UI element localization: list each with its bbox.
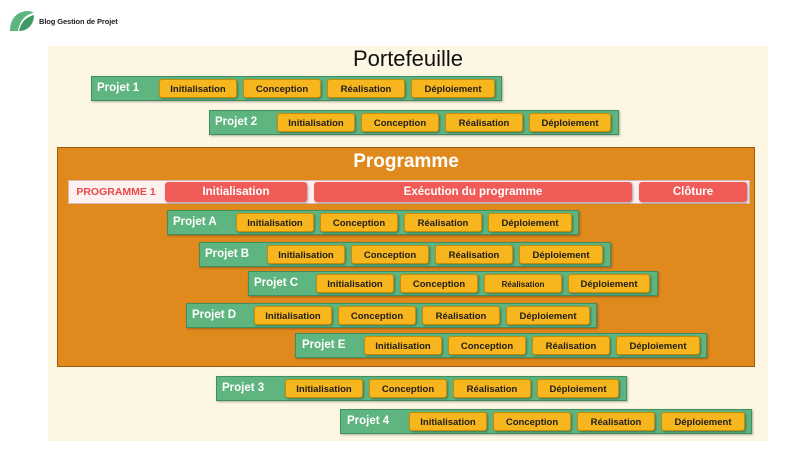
project-name: Projet 2 <box>215 116 258 128</box>
phase-conception: Conception <box>493 412 571 431</box>
phase-initialisation: Initialisation <box>285 379 363 398</box>
portfolio-title: Portefeuille <box>352 46 464 71</box>
phase-conception: Conception <box>361 113 439 132</box>
logo: Blog Gestion de Projet <box>8 9 118 33</box>
phase-conception: Conception <box>351 245 429 264</box>
logo-text: Blog Gestion de Projet <box>39 16 118 26</box>
phase-realisation: Réalisation <box>445 113 523 132</box>
phase-deploiement: Déploiement <box>529 113 611 132</box>
phase-conception: Conception <box>448 336 526 355</box>
leaf-logo-icon <box>10 11 34 31</box>
phase-initialisation: Initialisation <box>254 306 332 325</box>
programme-phase-initialisation: Initialisation <box>165 182 307 202</box>
phase-conception: Conception <box>243 79 321 98</box>
phase-realisation: Réalisation <box>453 379 531 398</box>
project-name: Projet 1 <box>97 82 140 94</box>
phase-initialisation: Initialisation <box>316 274 394 293</box>
phase-deploiement: Déploiement <box>616 336 700 355</box>
phase-conception: Conception <box>369 379 447 398</box>
phase-deploiement: Déploiement <box>568 274 650 293</box>
phase-conception: Conception <box>320 213 398 232</box>
programme-name: PROGRAMME 1 <box>76 186 156 198</box>
phase-realisation: Réalisation <box>404 213 482 232</box>
phase-initialisation: Initialisation <box>277 113 355 132</box>
programme-phase-cloture: Clôture <box>639 182 747 202</box>
phase-deploiement: Déploiement <box>661 412 745 431</box>
phase-initialisation: Initialisation <box>409 412 487 431</box>
project-name: Projet 3 <box>222 382 265 394</box>
project-name: Projet C <box>254 277 299 289</box>
phase-deploiement: Déploiement <box>506 306 590 325</box>
phase-deploiement: Déploiement <box>537 379 619 398</box>
phase-deploiement: Déploiement <box>488 213 572 232</box>
phase-initialisation: Initialisation <box>159 79 237 98</box>
phase-deploiement: Déploiement <box>411 79 495 98</box>
project-name: Projet E <box>302 339 346 351</box>
phase-initialisation: Initialisation <box>236 213 314 232</box>
phase-initialisation: Initialisation <box>267 245 345 264</box>
phase-deploiement: Déploiement <box>519 245 603 264</box>
programme-phase-execution: Exécution du programme <box>314 182 632 202</box>
phase-realisation: Réalisation <box>532 336 610 355</box>
programme-title: Programme <box>353 151 459 172</box>
phase-realisation: Réalisation <box>327 79 405 98</box>
phase-conception: Conception <box>400 274 478 293</box>
phase-conception: Conception <box>338 306 416 325</box>
phase-realisation: Réalisation <box>422 306 500 325</box>
phase-realisation: Réalisation <box>577 412 655 431</box>
project-name: Projet B <box>205 248 250 260</box>
phase-initialisation: Initialisation <box>364 336 442 355</box>
phase-realisation: Réalisation <box>484 274 562 293</box>
project-name: Projet 4 <box>347 415 390 427</box>
project-name: Projet A <box>173 216 217 228</box>
phase-realisation: Réalisation <box>435 245 513 264</box>
project-name: Projet D <box>192 309 237 321</box>
